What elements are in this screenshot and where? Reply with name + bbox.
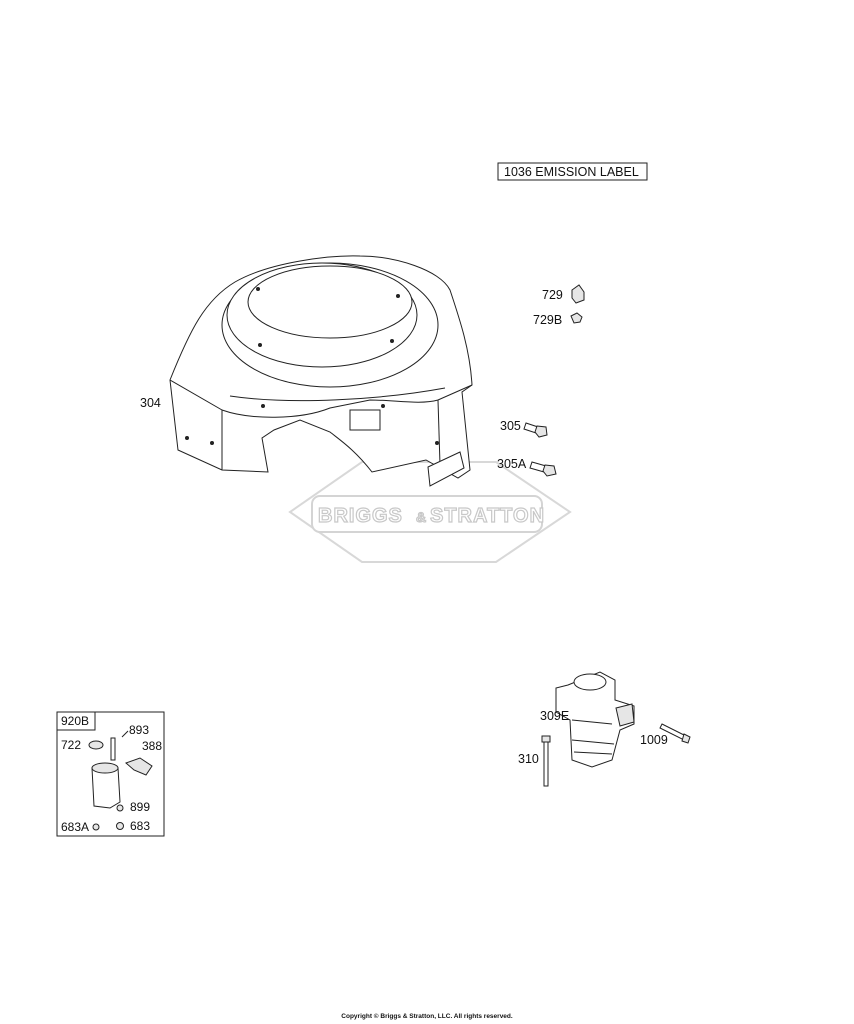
label-893: 893 bbox=[129, 723, 149, 737]
starter-309e[interactable]: 309E bbox=[540, 671, 635, 768]
watermark-brand-right: STRATTON bbox=[430, 505, 545, 527]
solenoid-kit-920b[interactable]: 920B 722 893 388 899 683A 683 bbox=[56, 711, 165, 837]
label-683a: 683A bbox=[61, 820, 89, 834]
part-729b[interactable]: 729B bbox=[533, 312, 583, 327]
label-683: 683 bbox=[130, 819, 150, 833]
kit-title: 920B bbox=[61, 714, 89, 728]
emission-label-box[interactable]: 1036 EMISSION LABEL bbox=[497, 162, 648, 181]
screw-305[interactable]: 305 bbox=[500, 419, 548, 438]
label-729: 729 bbox=[542, 288, 563, 302]
emission-label-text: 1036 EMISSION LABEL bbox=[504, 165, 639, 179]
bolt-1009[interactable]: 1009 bbox=[640, 723, 691, 747]
label-305a: 305A bbox=[497, 457, 527, 471]
label-1009: 1009 bbox=[640, 733, 668, 747]
part-729[interactable]: 729 bbox=[542, 284, 585, 304]
label-899: 899 bbox=[130, 800, 150, 814]
watermark-brand-left: BRIGGS bbox=[318, 505, 403, 527]
label-309e: 309E bbox=[540, 709, 569, 723]
screw-305a[interactable]: 305A bbox=[497, 457, 557, 477]
watermark-amp: & bbox=[416, 509, 427, 525]
label-305: 305 bbox=[500, 419, 521, 433]
bolt-310[interactable]: 310 bbox=[518, 735, 551, 787]
copyright-notice: Copyright © Briggs & Stratton, LLC. All … bbox=[341, 1013, 513, 1020]
label-722: 722 bbox=[61, 738, 81, 752]
blower-housing-304[interactable]: 304 bbox=[140, 255, 473, 487]
briggs-stratton-watermark: BRIGGS & STRATTON bbox=[288, 461, 572, 563]
label-304: 304 bbox=[140, 396, 161, 410]
label-388: 388 bbox=[142, 739, 162, 753]
label-729b: 729B bbox=[533, 313, 562, 327]
label-310: 310 bbox=[518, 752, 539, 766]
